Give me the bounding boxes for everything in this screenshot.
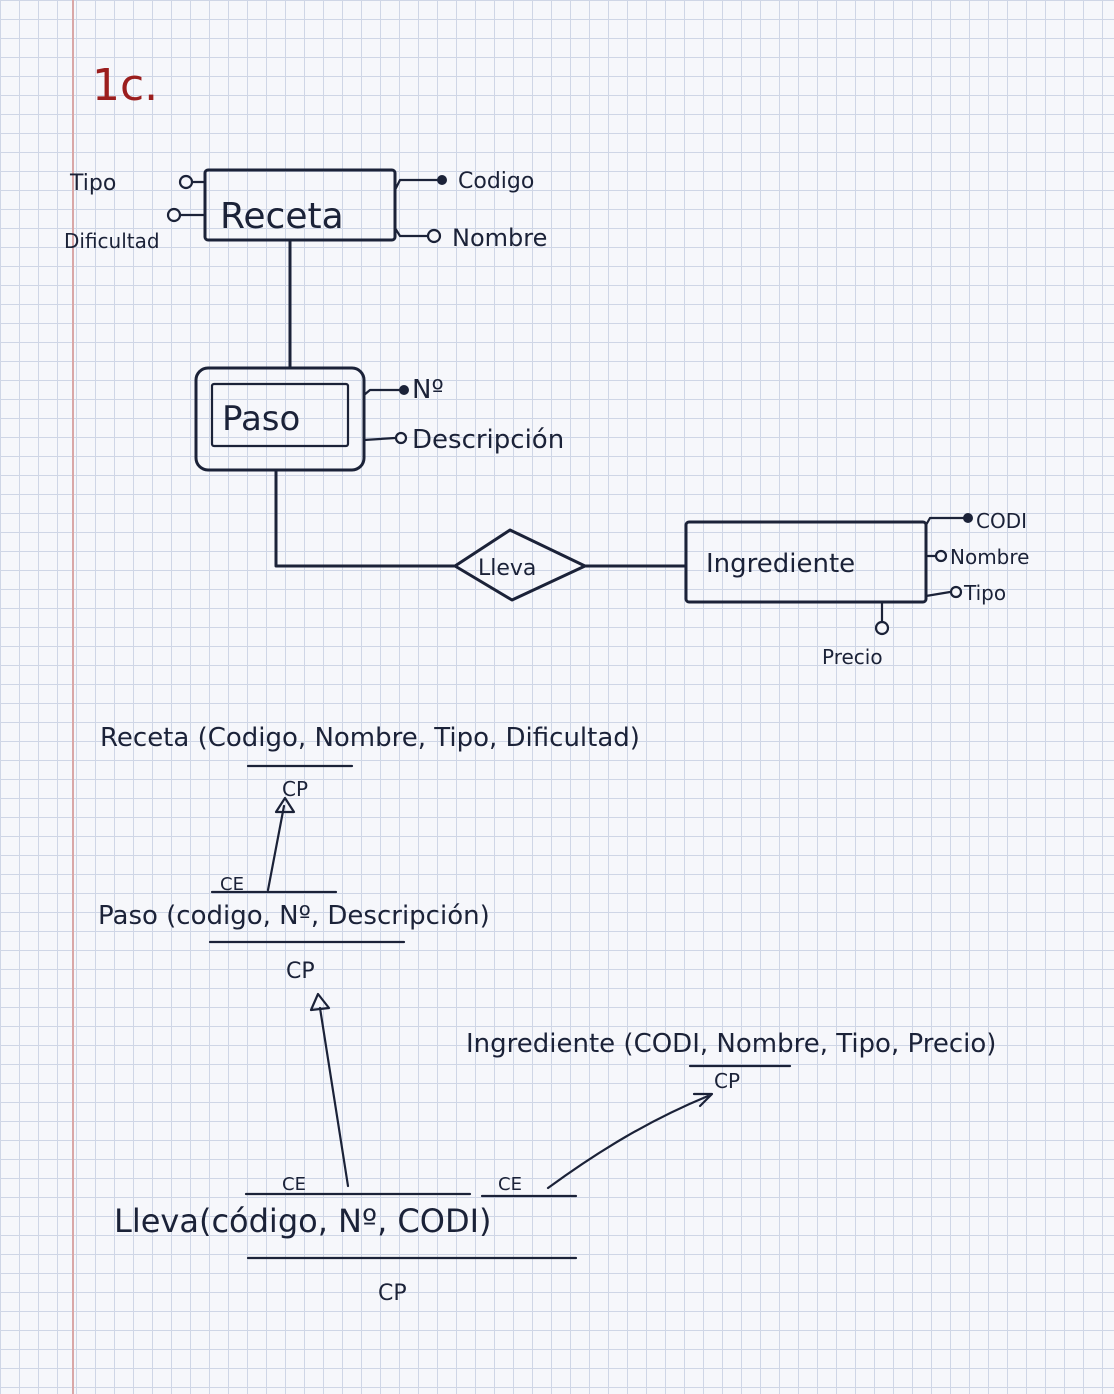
attr-precio: Precio [822, 600, 890, 669]
fk-arrowhead-receta [274, 796, 296, 814]
attr-descripcion-dot [394, 431, 408, 445]
fk-arrowhead-paso [309, 992, 331, 1012]
schema-ingrediente-text: Ingrediente (CODI, Nombre, Tipo, Precio) [466, 1029, 996, 1059]
attr-codigo-label: Codigo [458, 169, 534, 194]
schema-lleva-pk-label: CP [378, 1281, 407, 1306]
entity-receta: Receta [203, 168, 397, 242]
receta-box [203, 168, 397, 242]
attr-nombre-receta-label: Nombre [452, 224, 547, 252]
exercise-label: 1c. [92, 60, 158, 111]
lleva-label: Lleva [478, 556, 536, 581]
attr-codigo: Codigo [393, 169, 534, 194]
attr-descripcion-label: Descripción [412, 425, 564, 455]
schema-ingrediente: Ingrediente (CODI, Nombre, Tipo, Precio)… [466, 1029, 996, 1093]
attr-numero-label: Nº [412, 375, 444, 405]
attr-tipo-ingrediente: Tipo [924, 581, 1006, 605]
receta-label: Receta [220, 196, 344, 237]
attr-numero-key-dot [399, 385, 409, 395]
schema-lleva-fk2-label: CE [498, 1174, 522, 1195]
attr-nombre-receta-dot [426, 228, 442, 244]
ingrediente-label: Ingrediente [706, 549, 855, 579]
attr-tipo-ingrediente-dot [949, 585, 963, 599]
fk-arrow-lleva-ingrediente [546, 1092, 714, 1190]
attr-dificultad: Dificultad [64, 207, 207, 253]
attr-codi-label: CODI [976, 509, 1027, 533]
schema-receta-text: Receta (Codigo, Nombre, Tipo, Dificultad… [100, 723, 640, 753]
paso-label: Paso [222, 399, 300, 439]
attr-descripcion: Descripción [362, 425, 564, 455]
attr-codi: CODI [924, 509, 1027, 533]
attr-nombre-ingrediente-label: Nombre [950, 545, 1029, 569]
attr-tipo: Tipo [69, 171, 207, 196]
attr-tipo-label: Tipo [69, 171, 116, 196]
schema-lleva-fk1-label: CE [282, 1174, 306, 1195]
entity-ingrediente: Ingrediente [684, 520, 928, 604]
attr-dificultad-dot [166, 207, 182, 223]
attr-tipo-dot [178, 174, 194, 190]
paso-inner-box [210, 382, 350, 448]
attr-precio-dot [874, 620, 890, 636]
ingrediente-box [684, 520, 928, 604]
fk-arrow-paso-receta [266, 796, 296, 892]
schema-receta-pk-label: CP [282, 777, 308, 801]
schema-lleva-text: Lleva(código, Nº, CODI) [114, 1202, 492, 1240]
notebook-margin-line [72, 0, 74, 1394]
schema-paso-fk-label: CE [220, 874, 244, 895]
attr-dificultad-label: Dificultad [64, 229, 160, 253]
attr-codi-key-dot [963, 513, 973, 523]
schema-paso: CE Paso (codigo, Nº, Descripción) CP [98, 874, 490, 984]
attr-nombre-receta: Nombre [393, 224, 547, 252]
attr-nombre-ingrediente-dot [934, 549, 948, 563]
paso-lleva-link [274, 468, 457, 568]
schema-lleva: CE CE Lleva(código, Nº, CODI) CP [114, 1174, 578, 1306]
schema-ingrediente-pk-label: CP [714, 1069, 740, 1093]
attr-precio-label: Precio [822, 645, 883, 669]
fk-arrowhead-ingrediente [692, 1092, 714, 1108]
attr-codigo-key-dot [437, 175, 447, 185]
schema-receta: Receta (Codigo, Nombre, Tipo, Dificultad… [100, 723, 640, 801]
schema-paso-pk-label: CP [286, 959, 315, 984]
fk-arrow-lleva-paso [309, 992, 350, 1188]
entity-paso: Paso [194, 366, 366, 472]
attr-nombre-ingrediente: Nombre [924, 545, 1029, 569]
relationship-lleva: Lleva [453, 528, 587, 602]
attr-numero: Nº [362, 375, 444, 405]
schema-paso-text: Paso (codigo, Nº, Descripción) [98, 901, 490, 931]
paso-outer-box [194, 366, 366, 472]
attr-tipo-ingrediente-label: Tipo [963, 581, 1006, 605]
